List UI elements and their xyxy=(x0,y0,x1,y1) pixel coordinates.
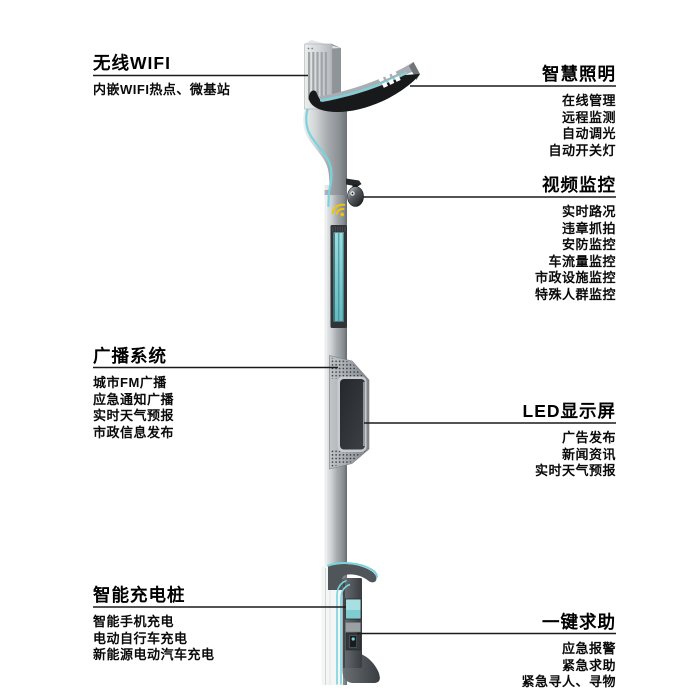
feature-label-charging: 智能充电桩 智能手机充电电动自行车充电新能源电动汽车充电 xyxy=(93,582,215,664)
feature-item: 特殊人群监控 xyxy=(534,286,616,302)
led-display-screen xyxy=(329,355,370,470)
feature-label-led: LED显示屏 广告发布新闻资讯实时天气预报 xyxy=(523,398,617,480)
feature-label-sos: 一键求助 应急报警紧急求助紧急寻人、寻物 xyxy=(521,609,616,691)
feature-label-cctv: 视频监控 实时路况违章抓拍安防监控车流量监控市政设施监控特殊人群监控 xyxy=(535,172,616,303)
feature-item: 新能源电动汽车充电 xyxy=(93,647,215,662)
feature-items: 智能手机充电电动自行车充电新能源电动汽车充电 xyxy=(93,614,215,664)
feature-item: 违章抓拍 xyxy=(561,220,616,236)
lamp-led-panel xyxy=(377,69,401,88)
teal-accent-stripe xyxy=(305,88,333,208)
feature-item: 实时天气预报 xyxy=(534,463,616,478)
feature-item: 应急通知广播 xyxy=(93,391,175,407)
feature-item: 紧急寻人、寻物 xyxy=(521,674,616,689)
feature-item: 紧急求助 xyxy=(561,657,616,673)
surveillance-camera-icon xyxy=(346,178,364,207)
speaker-grille-strip xyxy=(330,225,347,328)
feature-item: 电动自行车充电 xyxy=(93,630,188,646)
feature-item: 实时路况 xyxy=(561,204,616,219)
feature-label-broadcast: 广播系统 城市FM广播应急通知广播实时天气预报市政信息发布 xyxy=(93,343,174,441)
feature-item: 广告发布 xyxy=(561,430,616,445)
street-lamp-arm xyxy=(303,40,420,208)
feature-items: 城市FM广播应急通知广播实时天气预报市政信息发布 xyxy=(93,375,174,441)
feature-items: 广告发布新闻资讯实时天气预报 xyxy=(523,430,617,480)
feature-title: 一键求助 xyxy=(542,612,616,632)
feature-item: 自动开关灯 xyxy=(548,142,616,158)
feature-title: 广播系统 xyxy=(93,346,167,366)
feature-label-lighting: 智慧照明 在线管理远程监测自动调光自动开关灯 xyxy=(542,61,616,159)
feature-items: 在线管理远程监测自动调光自动开关灯 xyxy=(542,93,616,159)
feature-title: 视频监控 xyxy=(542,175,616,195)
feature-items: 内嵌WIFI热点、微基站 xyxy=(93,82,230,99)
feature-label-wifi: 无线WIFI 内嵌WIFI热点、微基站 xyxy=(93,50,230,99)
feature-title: 智慧照明 xyxy=(542,64,616,84)
feature-item: 市政信息发布 xyxy=(93,424,175,440)
feature-item: 应急报警 xyxy=(561,641,616,656)
feature-item: 自动调光 xyxy=(561,126,616,141)
feature-item: 城市FM广播 xyxy=(93,375,167,390)
feature-item: 智能手机充电 xyxy=(93,614,175,629)
connector-lines xyxy=(93,74,616,635)
feature-title: 无线WIFI xyxy=(93,53,171,73)
feature-item: 安防监控 xyxy=(561,237,616,252)
feature-items: 实时路况违章抓拍安防监控车流量监控市政设施监控特殊人群监控 xyxy=(535,204,616,303)
charging-pile-unit xyxy=(327,562,380,685)
feature-item: 实时天气预报 xyxy=(93,408,175,423)
feature-item: 新闻资讯 xyxy=(561,446,616,462)
feature-item: 市政设施监控 xyxy=(534,270,616,285)
feature-title: 智能充电桩 xyxy=(93,585,186,605)
feature-item: 车流量监控 xyxy=(548,253,616,269)
feature-item: 内嵌WIFI热点、微基站 xyxy=(93,82,231,97)
wifi-signal-icon xyxy=(331,203,346,217)
feature-title: LED显示屏 xyxy=(522,401,616,421)
feature-item: 在线管理 xyxy=(561,93,616,108)
feature-item: 远程监测 xyxy=(561,109,616,125)
sos-help-button xyxy=(345,632,361,651)
feature-items: 应急报警紧急求助紧急寻人、寻物 xyxy=(521,641,616,691)
